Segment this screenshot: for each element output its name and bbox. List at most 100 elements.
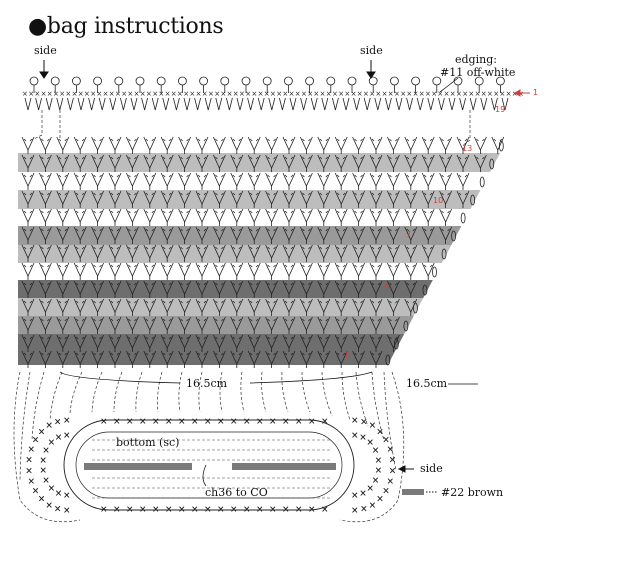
x-left-outer-4: × (32, 487, 40, 497)
stitch-2-12 (230, 172, 244, 190)
stitch-4-11 (213, 208, 226, 226)
stitch-7-4 (91, 262, 104, 280)
band-5 (18, 298, 424, 316)
stitch-7-16 (300, 262, 313, 280)
stitch-11-2 (56, 334, 70, 352)
guide-right (461, 110, 471, 147)
x-left-inner-8: × (55, 433, 63, 443)
row1-arrow (514, 89, 530, 97)
x-right-outer-2: × (369, 421, 377, 431)
edging-v-13 (162, 97, 170, 111)
stitch-12-12 (230, 350, 244, 368)
guide-left-1 (31, 110, 43, 141)
stitch-10-17 (317, 316, 331, 334)
stitch-5-10 (195, 226, 209, 244)
stitch-9-12 (230, 298, 244, 316)
stitch-3-15 (282, 190, 296, 208)
stitch-2-1 (39, 172, 52, 190)
sc-mark-61: × (400, 90, 406, 98)
stitch-11-10 (195, 334, 209, 352)
stitch-4-9 (178, 208, 191, 226)
stitch-5-15 (282, 226, 296, 244)
sc-mark-6: × (59, 90, 65, 98)
x-bottom-4: × (152, 505, 160, 515)
x-left-inner-6: × (42, 446, 50, 456)
side-arrow-mid (366, 60, 376, 79)
stitch-8-12 (230, 280, 244, 298)
stitch-4-0 (21, 208, 35, 226)
x-bottom-5: × (165, 505, 173, 515)
edging-v-11 (141, 97, 148, 111)
edging-v-45 (501, 97, 509, 111)
sc-mark-17: × (127, 90, 133, 98)
picot-15 (347, 76, 357, 86)
stitch-3-2 (56, 190, 70, 208)
stitch-5-17 (317, 226, 331, 244)
stitch-9-7 (143, 298, 157, 316)
stitch-2-2 (56, 172, 70, 190)
stitch-6-3 (73, 244, 87, 262)
stitch-11-14 (265, 334, 278, 352)
stitch-symbols (21, 136, 505, 368)
x-right-outer-7: × (389, 466, 397, 476)
turning-chain-2 (479, 176, 485, 188)
sc-mark-11: × (90, 90, 96, 98)
x-right-outer-10: × (376, 495, 384, 505)
turning-chain-10 (403, 320, 409, 332)
stitch-7-0 (21, 262, 35, 280)
stitch-0-20 (369, 136, 383, 154)
band-6 (18, 316, 414, 334)
x-top-2: × (126, 417, 134, 427)
stitch-8-7 (143, 280, 157, 298)
stitch-1-18 (334, 154, 348, 172)
stitch-0-19 (352, 136, 365, 154)
stitch-5-18 (334, 226, 348, 244)
stitch-1-5 (108, 154, 122, 172)
stitch-4-16 (300, 208, 313, 226)
x-left-outer-10: × (38, 427, 46, 437)
stitch-3-11 (213, 190, 226, 208)
stitch-7-10 (195, 262, 209, 280)
stitch-3-1 (39, 190, 52, 208)
stitch-5-22 (404, 226, 418, 244)
stitch-1-13 (247, 154, 261, 172)
x-right-outer-13: × (351, 506, 359, 516)
stitch-6-23 (421, 244, 435, 262)
stitch-1-23 (421, 154, 435, 172)
stitch-12-16 (300, 350, 313, 368)
sc-mark-62: × (406, 90, 412, 98)
x-left-outer-13: × (63, 416, 71, 426)
x-bottom-9: × (217, 505, 225, 515)
x-right-outer-4: × (382, 435, 390, 445)
x-bottom-0: × (100, 505, 108, 515)
stitch-4-2 (56, 208, 70, 226)
edging-v-20 (236, 97, 244, 111)
sc-mark-37: × (251, 90, 257, 98)
stitch-8-9 (178, 280, 191, 298)
edging-v-6 (88, 97, 95, 111)
x-left-outer-9: × (32, 435, 40, 445)
stitch-7-15 (282, 262, 296, 280)
x-left-outer-7: × (25, 456, 33, 466)
edging-v-41 (459, 97, 466, 111)
sc-mark-7: × (65, 90, 71, 98)
stitch-1-10 (195, 154, 209, 172)
picot-9 (220, 76, 230, 86)
stitch-2-23 (421, 172, 435, 190)
fan-guide-3 (69, 371, 83, 414)
row-number-top: 1 (533, 88, 539, 97)
sc-mark-77: × (499, 90, 505, 98)
stitch-6-6 (126, 244, 139, 262)
stitch-11-16 (300, 334, 313, 352)
stitch-10-21 (387, 316, 400, 334)
stitch-5-0 (21, 226, 35, 244)
x-bottom-6: × (178, 505, 186, 515)
stitch-4-14 (265, 208, 278, 226)
x-bottom-16: × (308, 505, 316, 515)
stitch-9-21 (387, 298, 400, 316)
stitch-9-13 (247, 298, 261, 316)
stitch-8-3 (73, 280, 87, 298)
edging-v-31 (353, 97, 360, 111)
sc-mark-44: × (295, 90, 301, 98)
stitch-3-21 (387, 190, 400, 208)
